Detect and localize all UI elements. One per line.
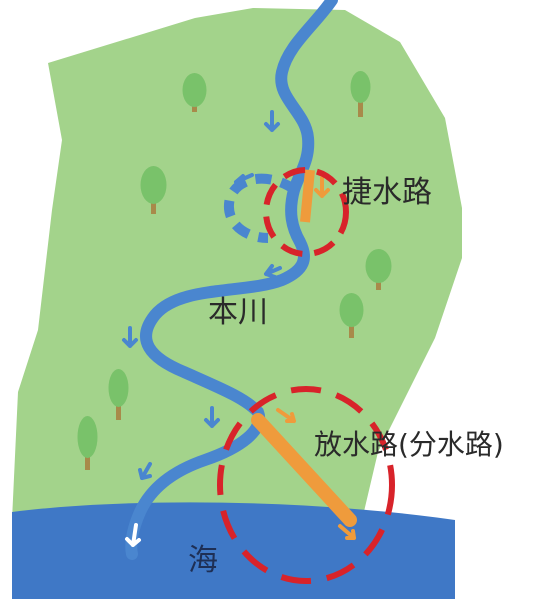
flow-arrow-icon: [204, 406, 220, 428]
tree-icon: [77, 416, 98, 470]
flow-arrow-icon: [122, 326, 138, 348]
floodway-highlight-circle: [217, 386, 395, 584]
floodway-label: 放水路(分水路): [314, 428, 504, 461]
flow-arrow-icon: [138, 462, 152, 480]
shortcut-label: 捷水路: [342, 175, 432, 210]
tree-icon: [108, 369, 129, 420]
flow-arrow-icon: [264, 110, 280, 132]
flow-arrow-icon: [234, 173, 254, 188]
flow-arrow-icon: [314, 176, 330, 198]
shortcut-highlight-circle: [263, 167, 349, 257]
flow-arrow-icon: [264, 264, 282, 279]
sea-label: 海: [188, 543, 218, 578]
sea-area: [12, 502, 455, 599]
main-river-label: 本川: [208, 295, 268, 330]
tree-icon: [339, 293, 364, 338]
flow-arrow-icon: [338, 524, 356, 540]
tree-icon: [365, 249, 392, 290]
main-river: [125, 0, 338, 560]
flow-arrow-icon: [276, 408, 296, 423]
tree-icon: [140, 166, 167, 214]
tree-icon: [350, 71, 371, 117]
flow-arrow-icon: [125, 523, 141, 547]
old-meander-dashed: [223, 173, 298, 243]
tree-icon: [182, 73, 207, 112]
shortcut-channel: [300, 169, 315, 223]
floodway-channel: [251, 413, 357, 527]
